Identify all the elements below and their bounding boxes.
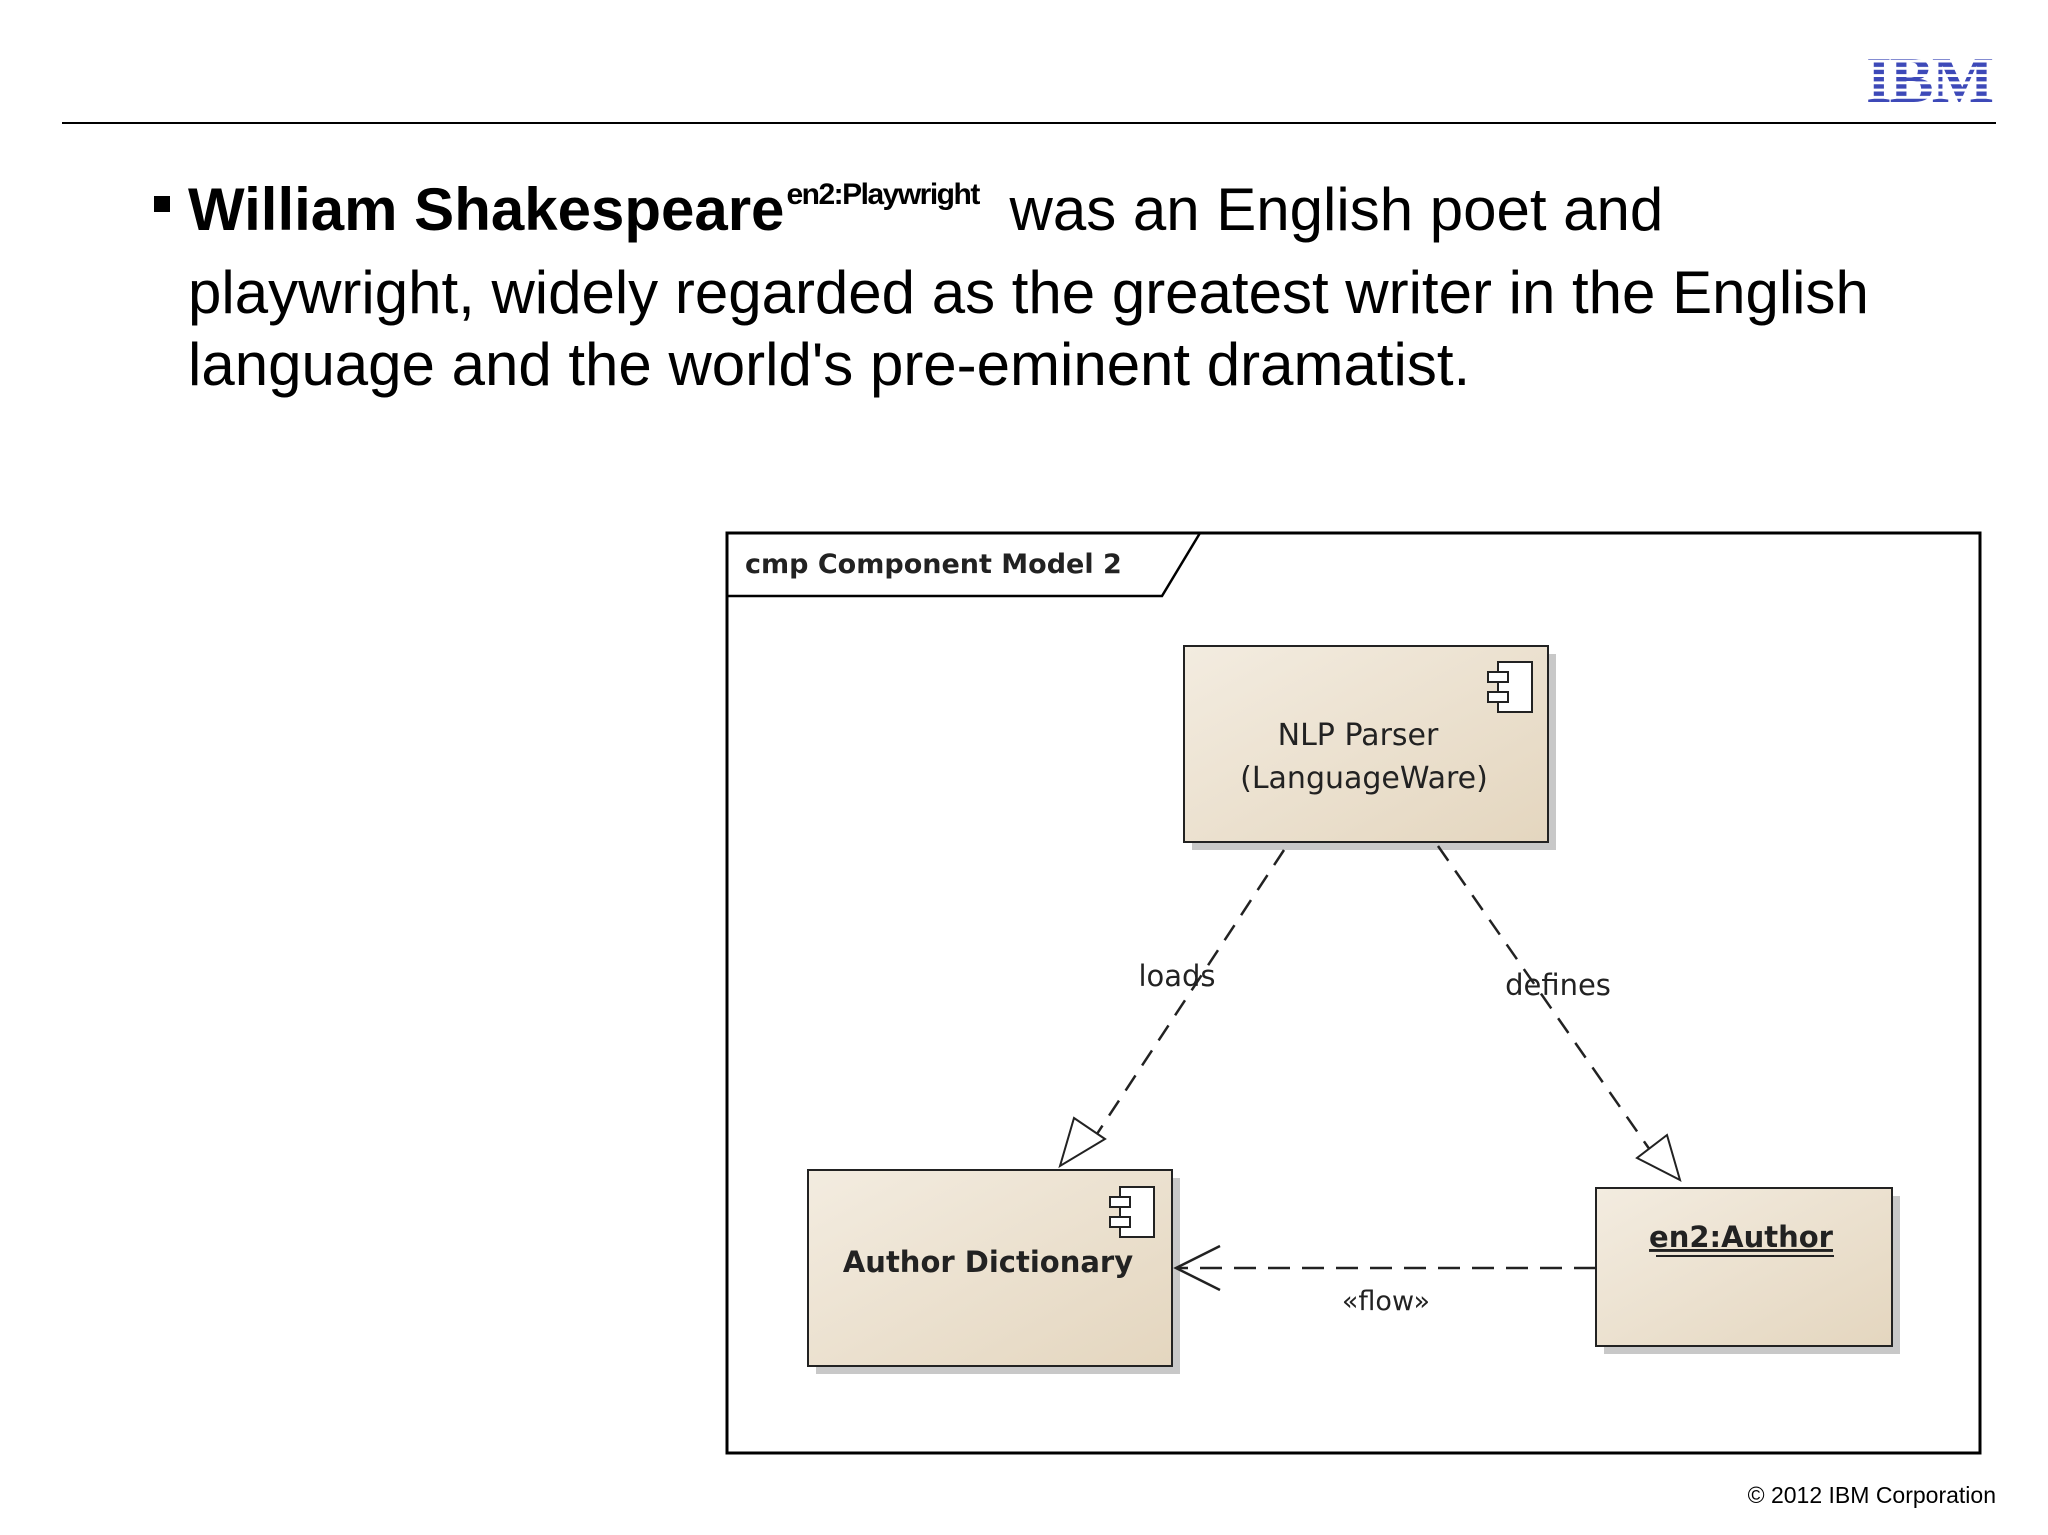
component-icon — [1109, 1186, 1155, 1238]
header-divider — [62, 122, 1996, 124]
flow-label: «flow» — [1342, 1286, 1430, 1317]
bullet-sentence: was an English poet and playwright, wide… — [188, 176, 1869, 398]
en2-author-label: en2:Author — [1649, 1220, 1834, 1254]
frame-label: cmp Component Model 2 — [745, 549, 1122, 580]
defines-label: defines — [1505, 968, 1611, 1002]
component-icon — [1487, 661, 1533, 713]
svg-text:IBM: IBM — [1866, 48, 1993, 106]
ibm-logo: IBM — [1866, 48, 1995, 106]
bullet-annotation: en2:Playwright — [786, 178, 980, 211]
nlp-parser-label-2: (LanguageWare) — [1240, 761, 1488, 796]
loads-label: loads — [1138, 959, 1215, 993]
copyright-notice: © 2012 IBM Corporation — [1747, 1482, 1996, 1508]
bullet-paragraph: William Shakespeareen2:Playwright was an… — [188, 174, 1888, 401]
flow-arrowhead — [1173, 1244, 1221, 1292]
defines-arrowhead — [1635, 1133, 1682, 1182]
author-dictionary-label: Author Dictionary — [843, 1245, 1133, 1279]
bullet-subject: William Shakespeare — [188, 176, 785, 243]
nlp-parser-label-1: NLP Parser — [1278, 718, 1439, 753]
frame-label-tab — [727, 532, 1202, 598]
defines-edge — [1436, 845, 1652, 1151]
loads-arrowhead — [1058, 1116, 1107, 1169]
en2-author-node — [1595, 1187, 1893, 1347]
bullet-marker — [154, 196, 170, 212]
